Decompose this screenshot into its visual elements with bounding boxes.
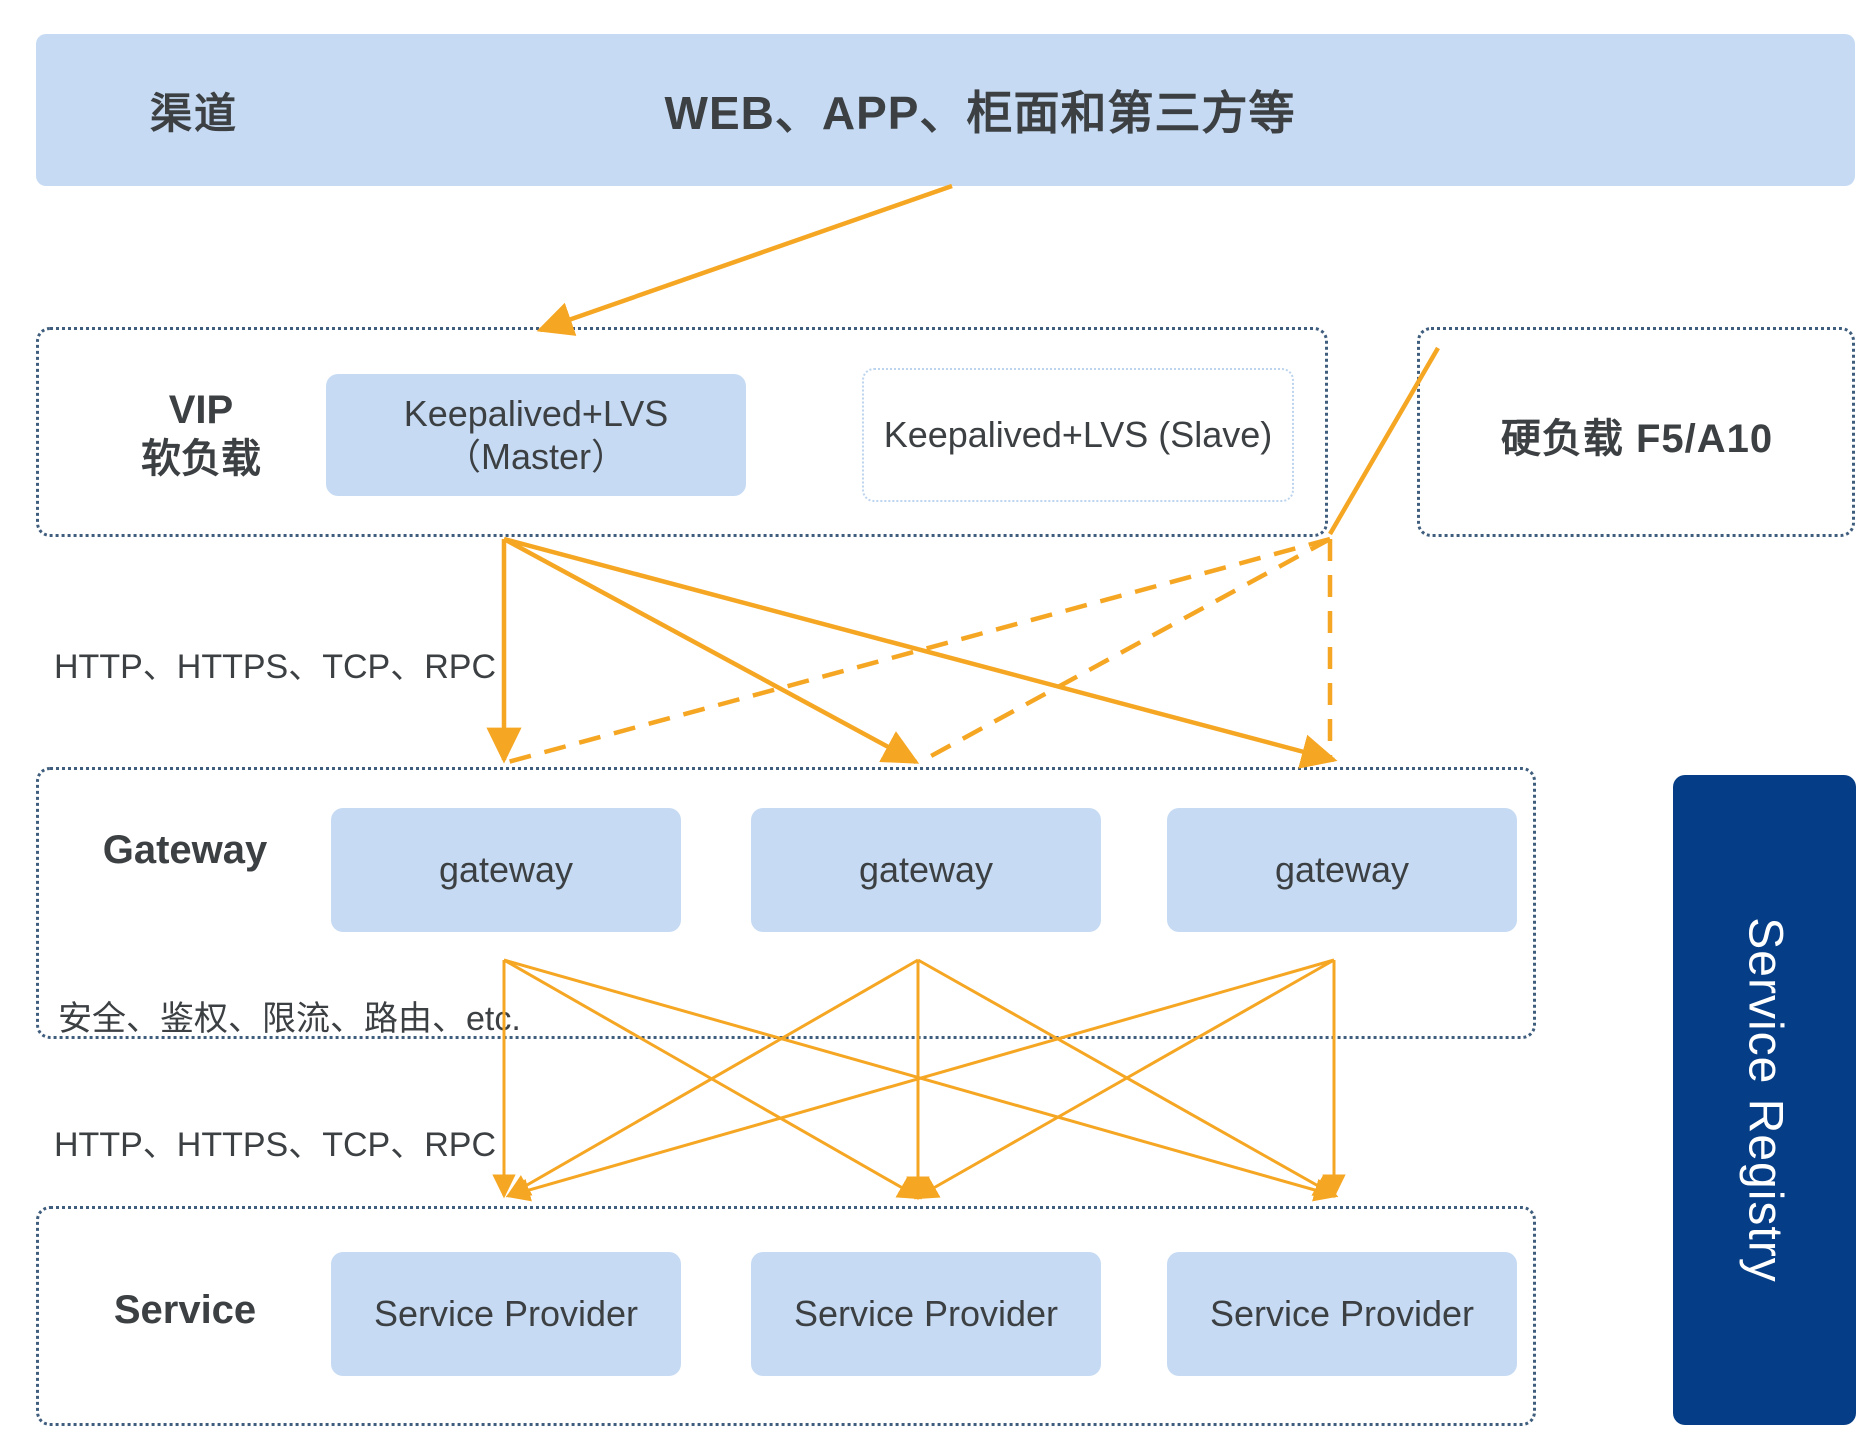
node-lvs-master[interactable]: Keepalived+LVS（Master） xyxy=(326,374,746,496)
service-registry-label: Service Registry xyxy=(1738,917,1791,1283)
arrow-channel-to-vip xyxy=(536,183,953,336)
node-gateway-1[interactable]: gateway xyxy=(331,808,681,932)
service-layer-title: Service xyxy=(113,1287,257,1332)
gateway-layer-title: Gateway xyxy=(102,827,268,872)
node-lvs-slave[interactable]: Keepalived+LVS (Slave) xyxy=(862,368,1294,502)
node-service-provider-2[interactable]: Service Provider xyxy=(751,1252,1101,1376)
service-registry-panel[interactable]: Service Registry xyxy=(1673,775,1856,1425)
channel-title: WEB、APP、柜面和第三方等 xyxy=(664,87,1296,139)
channel-bar xyxy=(36,34,1855,186)
vip-title-line-2: 软负载 xyxy=(141,437,261,481)
arrows-vip-to-gateways xyxy=(486,536,1338,769)
protocol-label-bottom: HTTP、HTTPS、TCP、RPC xyxy=(54,1126,496,1164)
node-service-provider-1[interactable]: Service Provider xyxy=(331,1252,681,1376)
vip-title-line-1: VIP xyxy=(168,388,234,433)
hardware-load-balancer-label: 硬负载 F5/A10 xyxy=(1500,417,1774,461)
gateway-feature-label: 安全、鉴权、限流、路由、etc. xyxy=(58,1000,521,1038)
vip-layer-title: VIP 软负载 xyxy=(96,380,306,490)
arrows-hardware-lb-to-gateways xyxy=(507,536,1333,765)
service-layer-container xyxy=(36,1206,1536,1426)
protocol-label-top: HTTP、HTTPS、TCP、RPC xyxy=(54,648,496,686)
node-gateway-2[interactable]: gateway xyxy=(751,808,1101,932)
node-gateway-3[interactable]: gateway xyxy=(1167,808,1517,932)
node-service-provider-3[interactable]: Service Provider xyxy=(1167,1252,1517,1376)
channel-label: 渠道 xyxy=(150,89,239,137)
